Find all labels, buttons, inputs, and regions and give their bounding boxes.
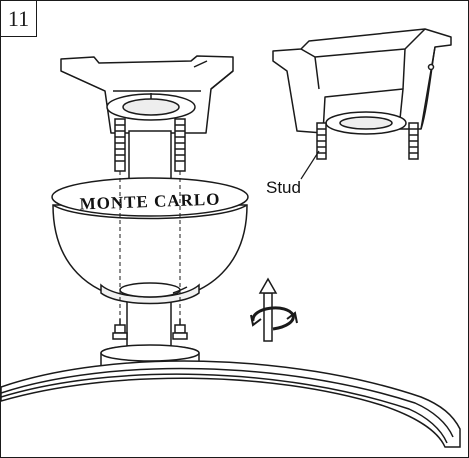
rotate-arrow-icon <box>250 277 298 342</box>
canopy <box>51 177 249 305</box>
canopy-brand-label: MONTE CARLO <box>79 190 220 214</box>
alignment-lines <box>119 171 181 323</box>
stud-callout-label: Stud <box>266 178 301 197</box>
stud-callout-leader <box>300 150 320 180</box>
mounting-bracket-detail <box>272 28 452 135</box>
mounting-screws <box>112 319 188 340</box>
mounting-bracket-main <box>60 55 234 134</box>
fan-blade-rim <box>1 360 461 448</box>
mounting-studs-detail <box>316 122 419 160</box>
step-number: 11 <box>1 1 37 37</box>
